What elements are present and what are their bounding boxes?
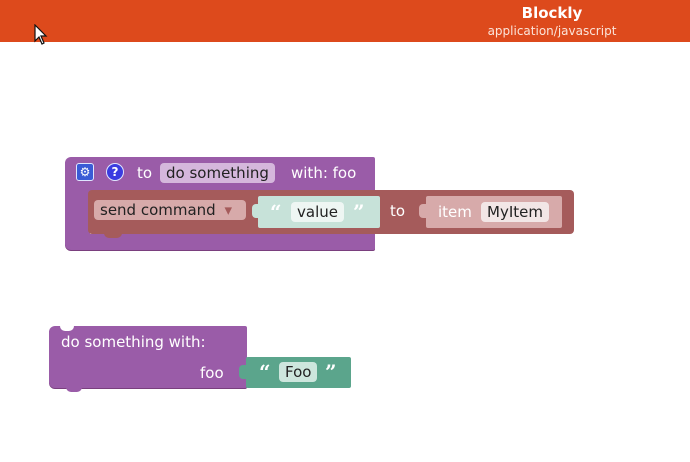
- statement-tab: [104, 232, 122, 238]
- close-quote-icon: ”: [353, 200, 365, 224]
- command-dropdown[interactable]: send command ▾: [94, 200, 246, 220]
- definition-footer: [65, 234, 375, 250]
- question-icon[interactable]: ?: [106, 163, 124, 181]
- call-block-notch: [60, 326, 74, 331]
- call-block-tab: [66, 386, 82, 392]
- procedure-name-field[interactable]: do something: [160, 163, 275, 183]
- value-output-tab: [252, 204, 260, 218]
- item-label: item: [438, 203, 472, 221]
- command-dropdown-label: send command: [100, 201, 216, 219]
- gear-icon[interactable]: ⚙: [76, 163, 94, 181]
- app-subtitle: application/javascript: [487, 24, 617, 38]
- with-params-label: with: foo: [291, 164, 357, 182]
- call-label: do something with:: [61, 333, 206, 351]
- app-title: Blockly: [521, 4, 583, 22]
- open-quote-icon: “: [270, 200, 282, 224]
- call-arg-label: foo: [200, 364, 224, 382]
- dropdown-arrow-icon: ▾: [224, 201, 233, 219]
- mouse-cursor-icon: [34, 24, 48, 45]
- window-title-bar: Blockly application/javascript: [0, 0, 690, 42]
- value-text-field[interactable]: value: [291, 202, 344, 222]
- to-label: to: [137, 164, 153, 182]
- item-name-field[interactable]: MyItem: [481, 202, 549, 222]
- call-block-body: [49, 326, 247, 388]
- definition-arm: [65, 190, 90, 240]
- item-output-tab: [419, 204, 427, 218]
- open-quote-icon: “: [259, 360, 271, 384]
- blockly-workspace[interactable]: ⚙ ? to do something with: foo send comma…: [0, 42, 690, 462]
- text-output-tab: [239, 365, 247, 379]
- to-target-label: to: [390, 202, 406, 220]
- close-quote-icon: ”: [325, 360, 337, 384]
- text-value-field[interactable]: Foo: [279, 362, 318, 382]
